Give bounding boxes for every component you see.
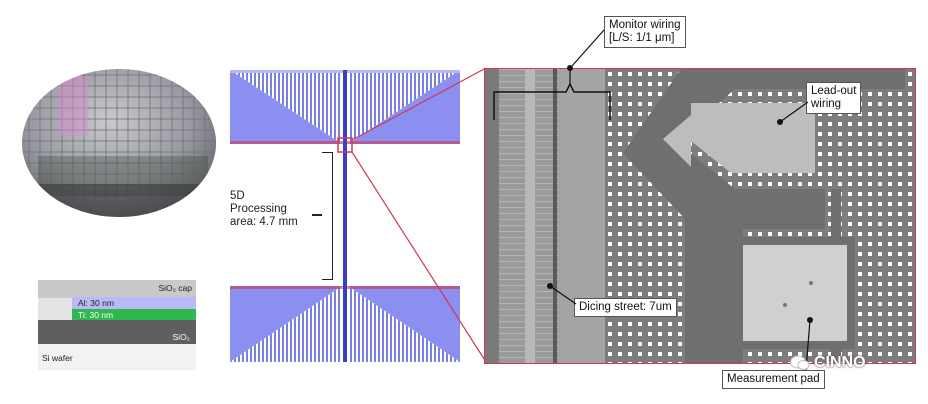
- chat-bubble-icon: [790, 355, 810, 370]
- monitor-line-2: [L/S: 1/1 μm]: [609, 32, 675, 44]
- leadout-line-2: wiring: [811, 98, 842, 110]
- substrate-label: Si wafer: [42, 353, 73, 363]
- processing-area-bracket: [322, 152, 333, 280]
- wiring-pattern: [230, 70, 460, 362]
- oxide-layer: [38, 320, 196, 344]
- ti-label: Ti: 30 nm: [78, 310, 114, 320]
- processing-line-3: area: 4.7 mm: [230, 216, 298, 228]
- monitor-wiring-callout: Monitor wiring [L/S: 1/1 μm]: [604, 16, 686, 48]
- watermark-text: CINNO: [814, 354, 866, 371]
- al-label: Al: 30 nm: [78, 298, 114, 308]
- cap-label: SiO₂ cap: [158, 283, 192, 293]
- monitor-leader: [571, 29, 605, 67]
- leadout-line-1: Lead-out: [811, 85, 857, 97]
- processing-area-tick: [312, 214, 322, 216]
- layer-stack: SiO₂ cap Al: 30 nm Ti: 30 nm SiO₂ Si waf…: [38, 280, 196, 370]
- leadout-leader: [777, 101, 809, 125]
- dicing-street-callout: Dicing street: 7um: [574, 298, 677, 317]
- oxide-label: SiO₂: [172, 332, 190, 342]
- leadout-wiring-callout: Lead-out wiring: [806, 82, 862, 114]
- al-layer: [72, 297, 196, 309]
- dicing-leader: [547, 283, 577, 305]
- watermark: CINNO: [790, 352, 866, 374]
- processing-area-label: 5D Processing area: 4.7 mm: [230, 190, 320, 229]
- cap-layer: [38, 280, 196, 298]
- ti-layer: [72, 309, 196, 320]
- monitor-brace: [493, 65, 611, 120]
- measurement-pad-callout: Measurement pad: [722, 370, 825, 389]
- substrate-layer: [38, 344, 196, 370]
- processing-line-2: Processing: [230, 203, 287, 215]
- wafer-photo: [18, 64, 220, 218]
- monitor-line-1: Monitor wiring: [609, 19, 681, 31]
- processing-line-1: 5D: [230, 190, 245, 202]
